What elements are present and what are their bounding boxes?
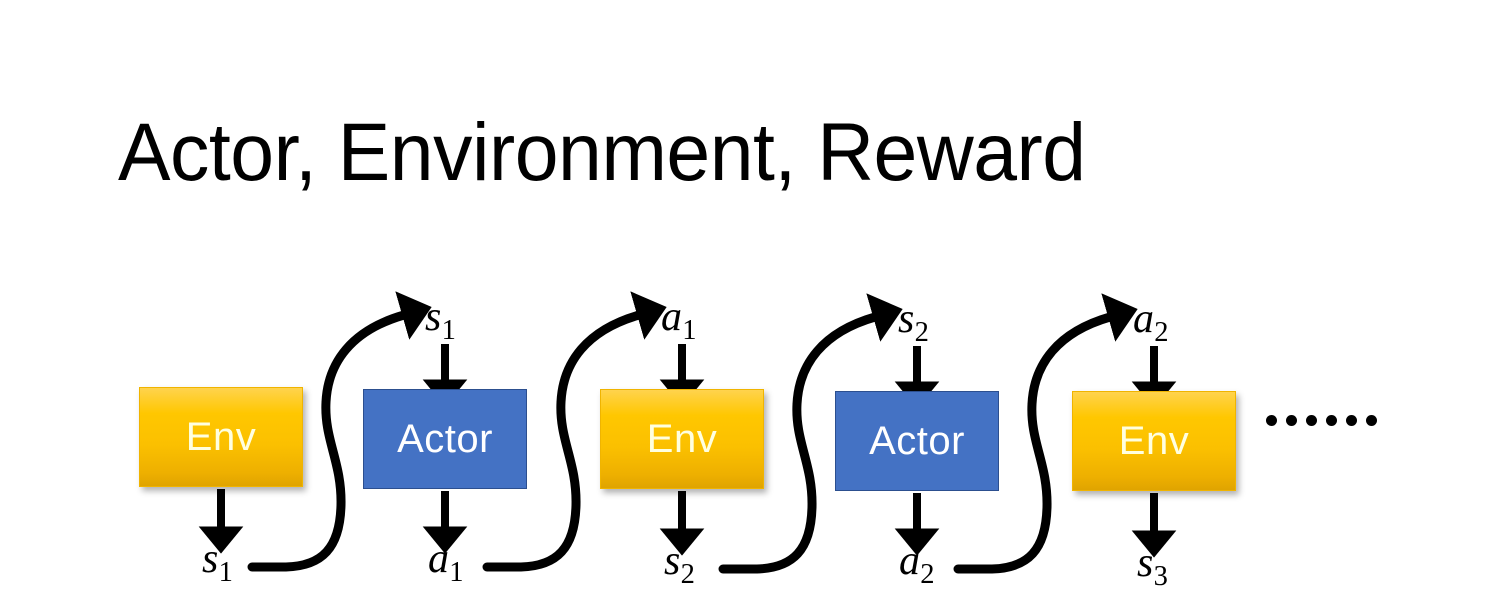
node-label: Actor: [397, 416, 493, 461]
ellipsis-dot: [1266, 415, 1277, 426]
label-action-a2-top: a2: [1133, 298, 1169, 348]
label-action-a1-top: a1: [661, 296, 697, 346]
symbol-subscript: 2: [680, 559, 695, 591]
ellipsis-dot: [1326, 415, 1337, 426]
symbol-subscript: 3: [1153, 561, 1168, 593]
symbol-base: s: [1137, 540, 1154, 586]
symbol-base: s: [664, 538, 681, 584]
node-env-2[interactable]: Env: [600, 389, 764, 489]
label-state-s2-top: s2: [898, 298, 929, 348]
label-state-s3-bottom: s3: [1137, 542, 1168, 592]
symbol-base: s: [898, 296, 915, 342]
ellipsis-dot-group: [1266, 415, 1317, 426]
ellipsis-dot: [1306, 415, 1317, 426]
symbol-subscript: 1: [449, 557, 464, 589]
symbol-subscript: 2: [914, 317, 929, 349]
node-env-1[interactable]: Env: [139, 387, 303, 487]
node-label: Env: [1118, 418, 1190, 463]
label-action-a2-bottom: a2: [899, 540, 935, 590]
node-label: Actor: [869, 418, 965, 463]
node-label: Env: [646, 416, 718, 461]
node-env-3[interactable]: Env: [1072, 391, 1236, 491]
symbol-base: a: [428, 536, 449, 582]
symbol-subscript: 1: [441, 315, 456, 347]
symbol-subscript: 1: [218, 557, 233, 589]
symbol-subscript: 1: [682, 315, 697, 347]
node-label: Env: [185, 414, 257, 459]
symbol-base: s: [202, 536, 219, 582]
ellipsis-dot-group: [1326, 415, 1377, 426]
symbol-base: a: [899, 538, 920, 584]
ellipsis-dot: [1286, 415, 1297, 426]
ellipsis-dot: [1366, 415, 1377, 426]
symbol-base: a: [661, 294, 682, 340]
symbol-base: a: [1133, 296, 1154, 342]
symbol-subscript: 2: [1154, 317, 1169, 349]
symbol-subscript: 2: [920, 559, 935, 591]
ellipsis-dot: [1346, 415, 1357, 426]
label-action-a1-bottom: a1: [428, 538, 464, 588]
label-state-s2-bottom: s2: [664, 540, 695, 590]
node-actor-1[interactable]: Actor: [363, 389, 527, 489]
node-actor-2[interactable]: Actor: [835, 391, 999, 491]
page-title: Actor, Environment, Reward: [118, 107, 1086, 198]
sequence-ellipsis: [1266, 415, 1377, 426]
symbol-base: s: [425, 294, 442, 340]
label-state-s1-bottom: s1: [202, 538, 233, 588]
label-state-s1-top: s1: [425, 296, 456, 346]
